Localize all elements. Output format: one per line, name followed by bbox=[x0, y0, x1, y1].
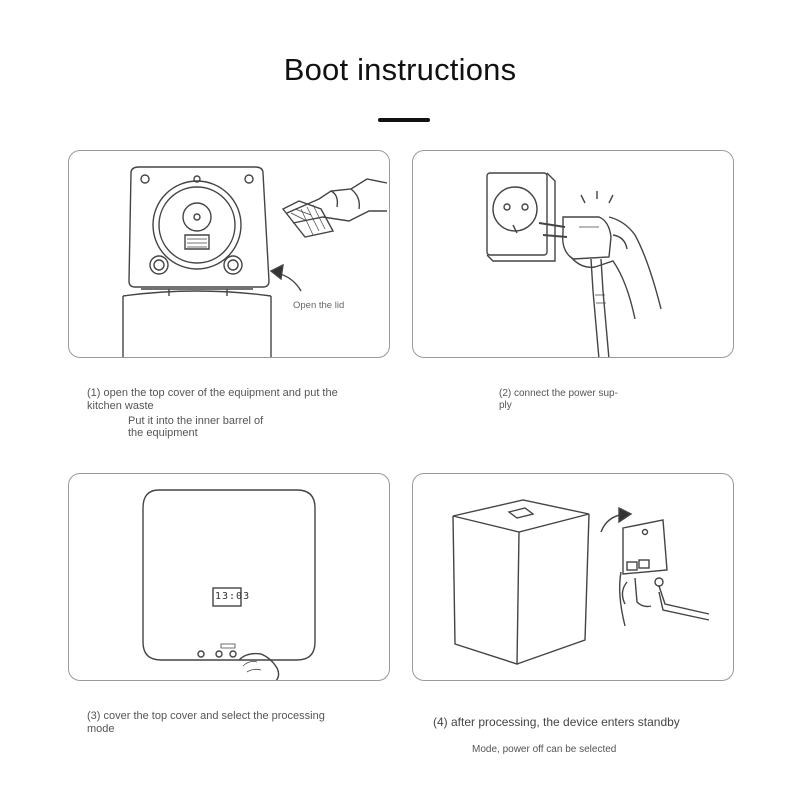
step-4-caption-line-2: Mode, power off can be selected bbox=[472, 744, 617, 755]
step-4-caption-line-1: (4) after processing, the device enters … bbox=[433, 715, 680, 729]
step-4-illustration bbox=[452, 499, 710, 665]
step-2-illustration-panel bbox=[412, 150, 734, 358]
step-3-caption-line-1: (3) cover the top cover and select the p… bbox=[87, 710, 325, 722]
title-underline bbox=[378, 118, 430, 122]
step-1-caption-line-4: the equipment bbox=[128, 427, 198, 439]
step-1-illustration-panel: Open the lid bbox=[68, 150, 390, 358]
page-title: Boot instructions bbox=[283, 52, 517, 87]
step-2-caption-line-1: (2) connect the power sup- bbox=[499, 388, 618, 399]
step-1-caption-line-3: Put it into the inner barrel of bbox=[128, 415, 264, 427]
step-3-illustration bbox=[142, 489, 316, 680]
step-4-illustration-panel bbox=[412, 473, 734, 681]
step-3-caption-line-2: mode bbox=[87, 723, 115, 735]
step-1-caption-line-2: kitchen waste bbox=[87, 400, 154, 412]
step-1-illustration bbox=[122, 166, 388, 357]
processing-display: 13:03 bbox=[215, 591, 251, 602]
step-2-illustration bbox=[486, 172, 662, 357]
step-2-caption-line-2: ply bbox=[499, 400, 512, 411]
step-1-caption-line-1: (1) open the top cover of the equipment … bbox=[87, 387, 338, 399]
open-lid-label: Open the lid bbox=[293, 300, 345, 311]
step-3-illustration-panel: 13:03 bbox=[68, 473, 390, 681]
